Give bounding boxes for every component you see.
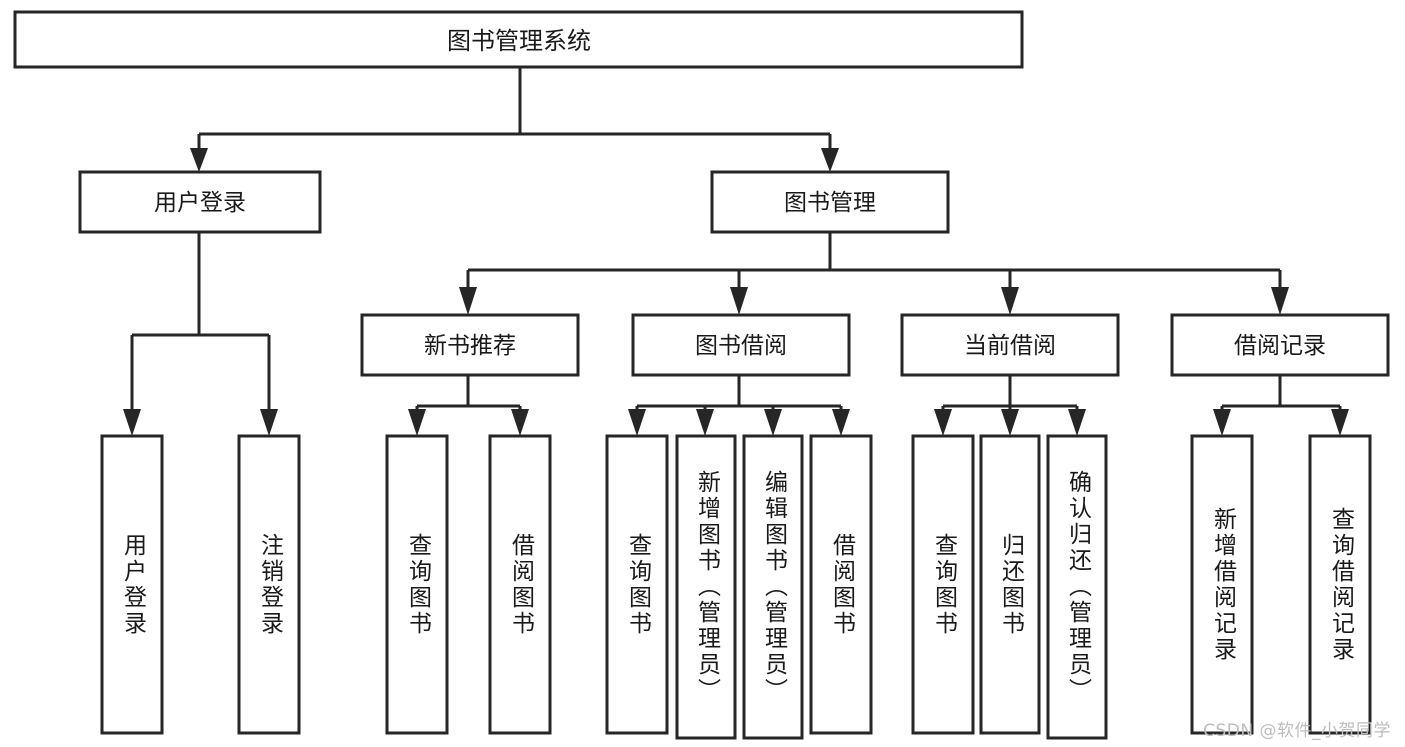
leaf-box-book-borrow-1[interactable] [605, 434, 669, 735]
leaf-group-book-borrow [605, 434, 873, 740]
arrow-cb-c2 [1001, 409, 1019, 436]
edge-group-root [190, 67, 839, 172]
arrow-cb-c1 [934, 409, 952, 436]
leaf-box-current-borrow-3[interactable] [1046, 434, 1108, 740]
node-book-management[interactable]: 图书管理 [710, 170, 950, 234]
borrow-record-box[interactable] [1170, 313, 1390, 377]
leaf-box-book-borrow-2[interactable] [675, 434, 737, 740]
leaf-group-new-book [385, 434, 552, 735]
leaf-box-borrow-record-1[interactable] [1190, 434, 1254, 735]
node-new-book-recommend[interactable]: 新书推荐 [360, 313, 580, 377]
leaf-box-book-borrow-3[interactable] [742, 434, 804, 740]
leaf-box-new-book-2[interactable] [488, 434, 552, 735]
edge-group-book-mgmt [459, 232, 1289, 315]
edge-group-current-borrow [934, 375, 1086, 436]
arrow-user-login [190, 148, 208, 172]
leaf-group-borrow-record [1190, 434, 1372, 735]
leaf-box-book-borrow-4[interactable] [809, 434, 873, 735]
root-box[interactable] [13, 10, 1024, 69]
leaf-box-user-login-1[interactable] [100, 434, 164, 735]
arrow-cb-c3 [1068, 409, 1086, 436]
arrow-bb-c1 [628, 409, 646, 436]
new-book-recommend-label: 新书推荐 [424, 333, 516, 359]
edge-group-new-book [408, 375, 529, 436]
leaf-box-new-book-1[interactable] [385, 434, 449, 735]
current-borrow-label: 当前借阅 [964, 333, 1056, 359]
leaf-box-borrow-record-2[interactable] [1308, 434, 1372, 735]
node-current-borrow[interactable]: 当前借阅 [900, 313, 1120, 377]
arrow-book-mgmt [821, 148, 839, 172]
book-borrow-label: 图书借阅 [695, 333, 787, 359]
node-book-borrow[interactable]: 图书借阅 [631, 313, 851, 377]
book-management-box[interactable] [710, 170, 950, 234]
arrow-br-c2 [1331, 409, 1349, 436]
node-user-login[interactable]: 用户登录 [78, 170, 322, 234]
user-login-label: 用户登录 [154, 190, 246, 216]
arrow-br-c1 [1213, 409, 1231, 436]
edge-group-user-login [123, 232, 278, 436]
user-login-box[interactable] [78, 170, 322, 234]
edge-group-book-borrow [628, 375, 850, 436]
root-label: 图书管理系统 [447, 27, 591, 55]
book-borrow-box[interactable] [631, 313, 851, 377]
arrow-current-borrow [1001, 287, 1019, 315]
borrow-record-label: 借阅记录 [1234, 333, 1326, 359]
csdn-watermark: CSDN @软件_小贺同学 [1203, 721, 1391, 741]
leaf-box-current-borrow-1[interactable] [911, 434, 975, 735]
node-root[interactable]: 图书管理系统 [13, 10, 1024, 69]
leaf-group-user-login [100, 434, 301, 735]
leaf-box-current-borrow-2[interactable] [979, 434, 1041, 735]
arrow-bb-c3 [764, 409, 782, 436]
arrow-nb-c2 [511, 409, 529, 436]
leaf-group-current-borrow [911, 434, 1108, 740]
book-management-label: 图书管理 [784, 190, 876, 216]
arrow-book-borrow [730, 287, 748, 315]
node-borrow-record[interactable]: 借阅记录 [1170, 313, 1390, 377]
current-borrow-box[interactable] [900, 313, 1120, 377]
arrow-new-book [459, 287, 477, 315]
arrow-bb-c2 [696, 409, 714, 436]
arrow-borrow-record [1271, 287, 1289, 315]
arrow-user-login-c2 [260, 409, 278, 436]
new-book-recommend-box[interactable] [360, 313, 580, 377]
leaf-box-user-login-2[interactable] [237, 434, 301, 735]
arrow-bb-c4 [832, 409, 850, 436]
arrow-nb-c1 [408, 409, 426, 436]
edge-group-borrow-record [1213, 375, 1349, 436]
arrow-user-login-c1 [123, 409, 141, 436]
